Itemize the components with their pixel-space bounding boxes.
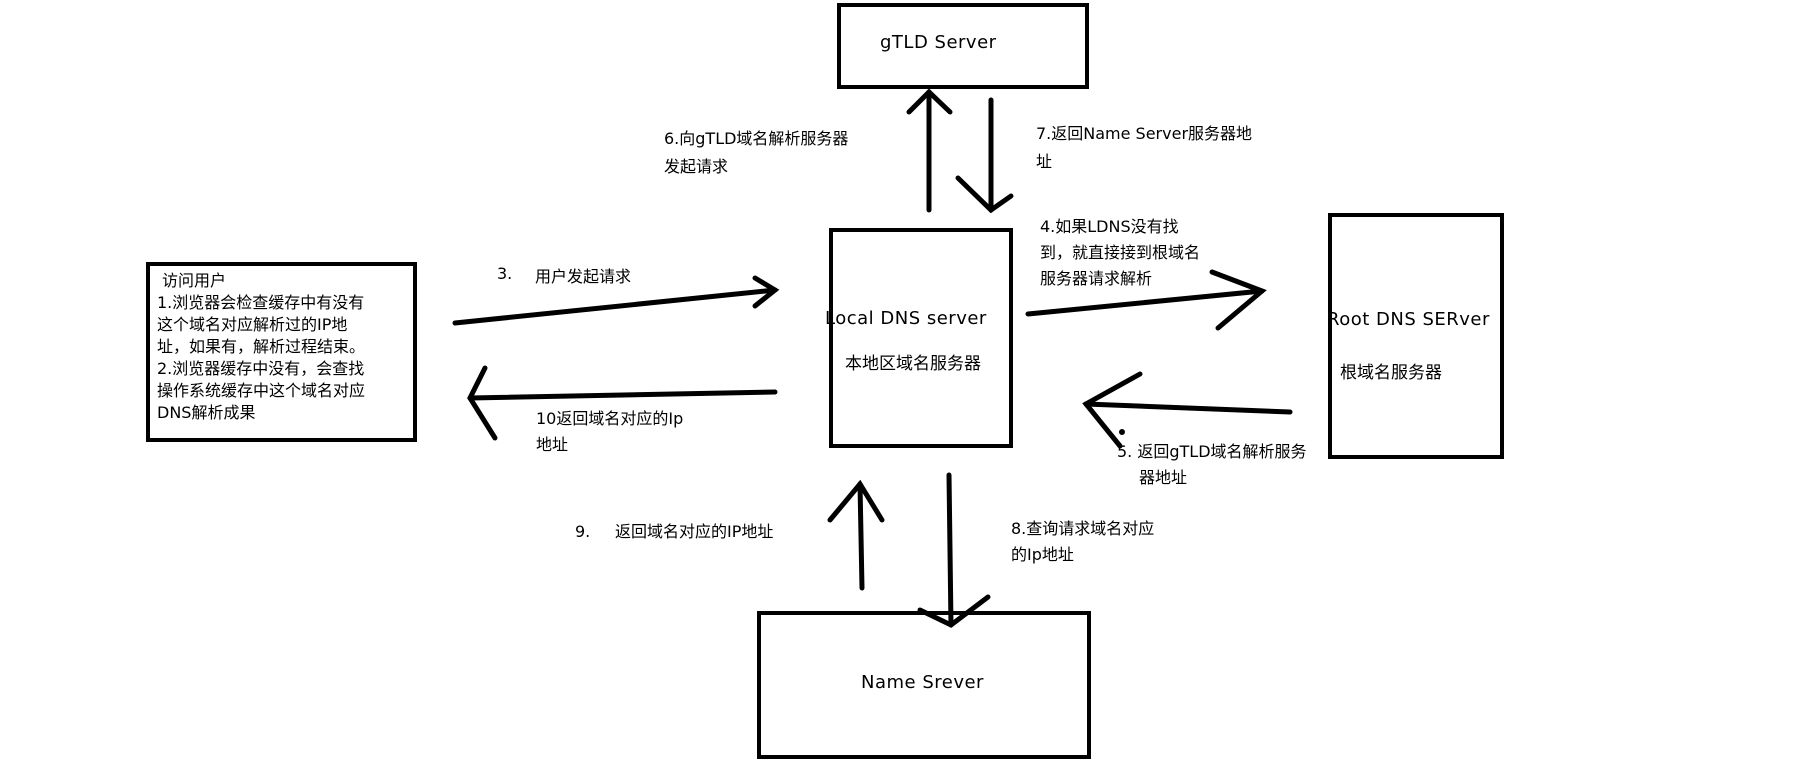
user-box-content: 访问用户 1.浏览器会检查缓存中有没有 这个域名对应解析过的IP地 址，如果有，… [157,270,415,438]
edge-label-3-text: 用户发起请求 [535,267,632,286]
user-line-6: DNS解析成果 [157,403,256,422]
edge-label-10-line-1: 10返回域名对应的Ip [536,409,684,428]
edge-label-8: 8.查询请求域名对应 的Ip地址 [1011,518,1154,566]
name-server-label: Name Srever [861,672,984,693]
arrow-local-to-root [1025,269,1267,331]
edge-label-4-line-2: 到，就直接接到根域名 [1040,243,1201,262]
name-server-box [757,611,1091,759]
gtld-server-box [837,3,1089,89]
arrow-local-to-nameserver [917,472,991,628]
edge-label-5-line-1: 5. 返回gTLD域名解析服务 [1117,442,1307,461]
edge-label-6: 6.向gTLD域名解析服务器 发起请求 [664,128,848,178]
user-line-5: 操作系统缓存中这个域名对应 [157,381,366,400]
user-line-3: 址，如果有，解析过程结束。 [157,337,366,356]
root-dns-server-label: Root DNS SERver [1327,309,1490,330]
arrow-local-to-user [467,365,778,441]
stray-dot [1119,429,1125,435]
edge-label-10: 10返回域名对应的Ip 地址 [536,408,683,456]
edge-label-8-line-2: 的Ip地址 [1011,545,1074,564]
edge-label-4-line-1: 4.如果LDNS没有找 [1040,217,1179,236]
edge-label-7: 7.返回Name Server服务器地 址 [1036,123,1252,173]
edge-label-3-number: 3. [497,264,513,283]
user-line-1: 1.浏览器会检查缓存中有没有 [157,293,365,312]
user-title: 访问用户 [162,271,227,290]
local-dns-server-box [829,228,1013,448]
arrow-user-to-local [452,275,780,326]
arrow-nameserver-to-local [827,479,885,591]
arrow-local-to-gtld [906,88,953,213]
edge-label-5: 5. 返回gTLD域名解析服务 器地址 [1117,441,1307,489]
local-dns-server-label: Local DNS server [825,308,987,329]
edge-label-6-line-1: 6.向gTLD域名解析服务器 [664,129,849,148]
local-dns-server-sublabel: 本地区域名服务器 [845,354,981,374]
root-dns-server-sublabel: 根域名服务器 [1340,363,1442,383]
edge-label-8-line-1: 8.查询请求域名对应 [1011,519,1155,538]
edge-label-6-line-2: 发起请求 [664,157,729,176]
gtld-server-label: gTLD Server [880,32,997,53]
arrow-gtld-to-local [955,97,1014,214]
edge-label-9-number: 9. [575,522,591,541]
user-line-2: 这个域名对应解析过的IP地 [157,315,348,334]
edge-label-4-line-3: 服务器请求解析 [1040,269,1153,288]
edge-label-7-line-2: 址 [1036,152,1053,171]
root-dns-server-box [1328,213,1504,459]
edge-label-9-text: 返回域名对应的IP地址 [615,522,774,541]
arrow-root-to-local [1082,371,1293,449]
edge-label-5-line-2: 器地址 [1139,468,1188,487]
user-line-4: 2.浏览器缓存中没有，会查找 [157,359,365,378]
edge-label-7-line-1: 7.返回Name Server服务器地 [1036,124,1253,143]
user-box [146,262,417,442]
edge-label-10-line-2: 地址 [536,435,569,454]
edge-label-4: 4.如果LDNS没有找 到，就直接接到根域名 服务器请求解析 [1040,216,1200,290]
